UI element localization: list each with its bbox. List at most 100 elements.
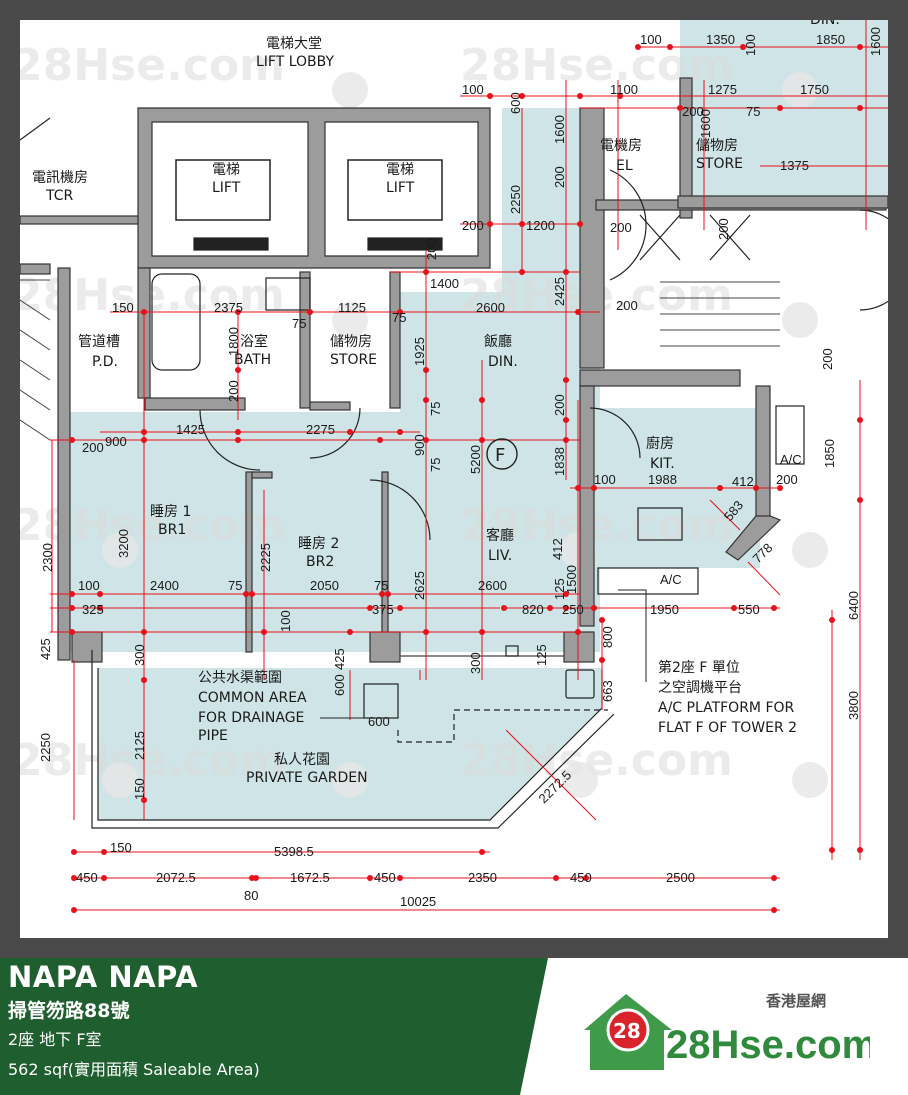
dim-v-100: 100 [743,34,758,56]
din-label-en: DIN. [488,354,518,370]
dim-v-5200: 5200 [468,445,483,474]
dim-v-75c: 75 [428,402,443,416]
ac-platform-label-en1: A/C PLATFORM FOR [658,700,795,716]
walls [20,77,888,663]
unit-marker-label: F [495,445,505,466]
dim-b-2072: 2072.5 [156,870,196,885]
svg-text:28Hse.com: 28Hse.com [20,735,285,786]
unit-info: 2座 地下 F室 [8,1030,102,1049]
floor-plan: 28Hse.com 28Hse.com 28Hse.com 28Hse.com … [20,20,888,938]
garden-label-en: PRIVATE GARDEN [246,770,368,786]
dim-375: 375 [372,602,394,617]
dim-v-2425: 2425 [552,277,567,306]
dim-325: 325 [82,602,104,617]
dim-2275: 2275 [306,422,335,437]
dim-v-200g: 200 [716,218,731,240]
liv-label-zh: 客廳 [486,527,514,544]
svg-text:28Hse.com: 28Hse.com [20,40,285,91]
dim-100a: 100 [594,472,616,487]
common-area-label-en1: COMMON AREA [198,690,307,706]
dim-v-200-right: 200 [820,348,835,370]
dim-1425: 1425 [176,422,205,437]
lift-a-label-zh: 電梯 [212,162,240,178]
dim-100b: 100 [78,578,100,593]
dim-v-2625: 2625 [412,571,427,600]
ac-platform-label-en2: FLAT F OF TOWER 2 [658,720,797,736]
dim-v-2250: 2250 [38,733,53,762]
store-label-en: STORE [330,352,377,368]
dim-75e: 75 [228,578,242,593]
dim-v-1600b: 1600 [552,115,567,144]
floor-plan-drawing: 28Hse.com 28Hse.com 28Hse.com 28Hse.com … [20,20,888,913]
dim-v-1600c: 1600 [698,109,713,138]
dim-75b: 75 [392,310,406,325]
svg-text:28Hse.com: 28Hse.com [460,500,733,551]
dim-150: 150 [112,300,134,315]
dim-1988: 1988 [648,472,677,487]
brand-logo: 28 28Hse.com [584,994,870,1070]
br1-label-zh: 睡房 1 [150,504,191,520]
bath-label-en: BATH [234,352,271,368]
dim-v-3200: 3200 [116,529,131,558]
dim-b-1672: 1672.5 [290,870,330,885]
tcr-label-zh: 電訊機房 [32,170,88,186]
dim-412a: 412 [732,474,754,489]
dim-v-2300: 2300 [40,543,55,572]
dim-250: 250 [562,602,584,617]
pd-label-en: P.D. [92,354,118,370]
common-area-label-en3: PIPE [198,728,228,744]
dim-v-425b: 425 [332,648,347,670]
dim-2600a: 2600 [476,300,505,315]
store-top-label-zh: 儲物房 [696,138,738,154]
liv-label-en: LIV. [488,548,512,564]
dim-top-1350: 1350 [706,32,735,47]
dim-top-1100: 1100 [610,82,638,97]
lift-b-label-zh: 電梯 [386,162,414,178]
brand-badge-text: 28 [613,1019,641,1043]
el-label-zh: 電機房 [600,138,642,154]
common-area-label-en2: FOR DRAINAGE [198,710,304,726]
dim-2600b: 2600 [478,578,507,593]
dimension-lines [50,20,888,911]
dim-v-300a: 300 [132,644,147,666]
dim-v-600a: 600 [332,674,347,696]
dim-v-663: 663 [600,680,615,702]
dim-top-100b: 100 [462,82,484,97]
dim-2375: 2375 [214,300,243,315]
dim-b-2350: 2350 [468,870,497,885]
dimension-dots [69,44,863,913]
brand-name-zh: 香港屋網 [766,992,827,1010]
lift-b-label-en: LIFT [386,180,415,196]
br2-label-en: BR2 [306,554,334,570]
bath-label-zh: 浴室 [240,333,268,350]
dim-top-200a: 200 [682,104,704,119]
dim-v-425a: 425 [38,638,53,660]
store-label-zh: 儲物房 [330,334,372,350]
lift-a-label-en: LIFT [212,180,241,196]
br2-label-zh: 睡房 2 [298,536,339,552]
lift-lobby-label-en: LIFT LOBBY [256,54,335,70]
dim-200a: 200 [462,218,484,233]
din-label-zh: 飯廳 [484,333,512,350]
dim-900a: 900 [105,434,127,449]
dim-v-412b: 412 [550,538,565,560]
dim-b-10025: 10025 [400,894,436,909]
ac-platform-leader [618,589,647,682]
dim-v-200-liv: 200 [552,394,567,416]
dim-v-75d: 75 [428,458,443,472]
estate-name: NAPA NAPA [8,960,199,994]
dim-1200: 1200 [526,218,555,233]
ac-box-label-2: A/C [780,452,802,467]
dim-top-75: 75 [746,104,760,119]
dim-1400: 1400 [430,276,459,291]
brand-logo-text: 28Hse.com [666,1023,870,1067]
dim-v-300b: 300 [468,652,483,674]
dim-v-800: 800 [600,626,615,648]
dim-v-1800: 1800 [226,327,241,356]
garden-label-zh: 私人花園 [274,752,330,768]
dim-600b: 600 [368,714,390,729]
dim-top-1275: 1275 [708,82,737,97]
dim-v-125: 125 [552,578,567,600]
kit-label-zh: 廚房 [646,435,674,452]
ac-platform-label-zh2: 之空調機平台 [658,680,742,696]
